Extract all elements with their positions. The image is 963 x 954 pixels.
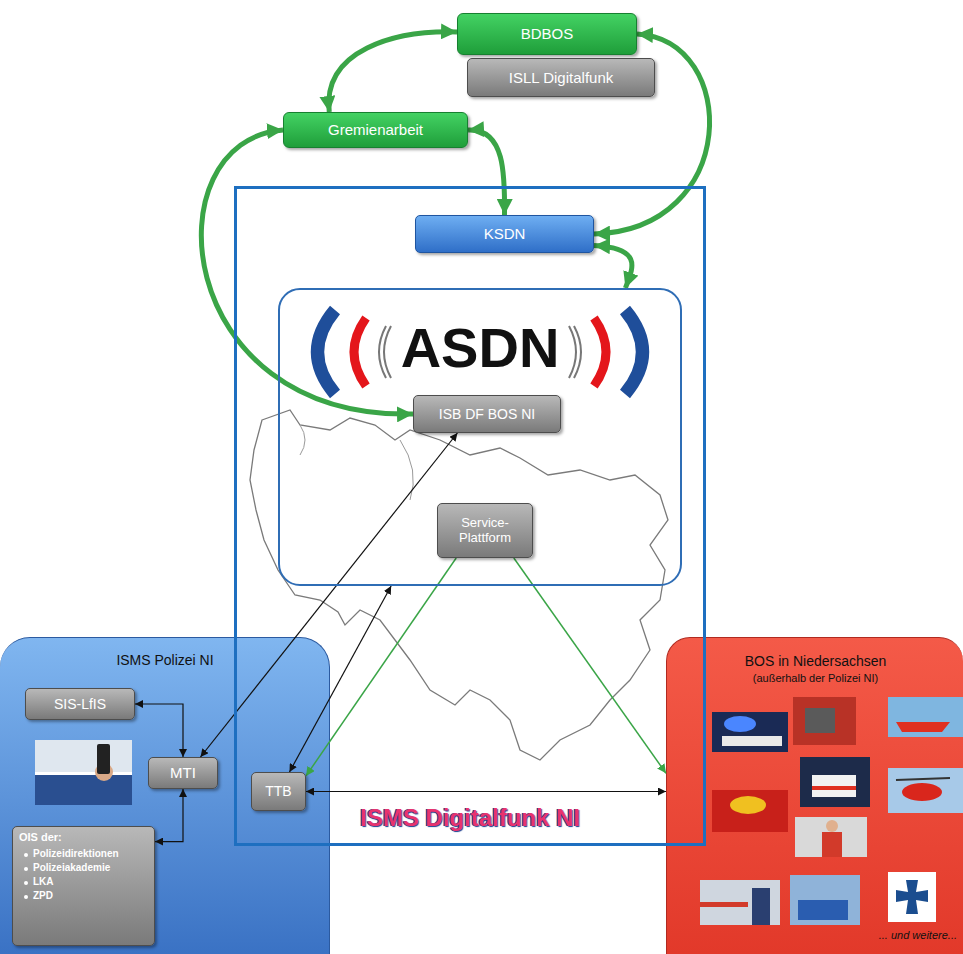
photo-thw <box>790 875 860 925</box>
police-photo <box>35 740 132 805</box>
connector-arrow <box>514 558 666 773</box>
photo-firefighter <box>712 790 788 832</box>
process-box: SIS-LfIS <box>25 688 135 720</box>
node-label: KSDN <box>484 225 526 242</box>
node-label: Polizeidirektionen <box>33 848 119 860</box>
node-label: ISLL Digitalfunk <box>509 69 614 86</box>
connector-arrow <box>306 558 456 776</box>
logo-paren-red <box>354 318 366 386</box>
scope-frame: ISMS Digitalfunk NI KSDN ASDN ISB DF BOS NI… <box>234 186 706 846</box>
photo-helmet <box>730 796 766 814</box>
node-label: Service- Plattform <box>443 516 527 546</box>
node-label: OIS der: <box>19 831 62 844</box>
list-box: OIS der: PolizeidirektionenPolizeiakademi… <box>12 826 155 946</box>
org-box: BDBOS <box>457 13 637 55</box>
connector-arrow <box>329 32 457 112</box>
photo-ambulance <box>800 757 870 807</box>
node-label: MTI <box>170 764 196 781</box>
photo-blue-light <box>724 716 756 732</box>
photo-person <box>795 817 867 857</box>
photo-train-stripe <box>700 902 748 907</box>
bullet-dot <box>24 853 28 857</box>
process-box: ISLL Digitalfunk <box>467 58 655 97</box>
connector-arrow <box>468 130 505 215</box>
photo-helicopter <box>888 768 963 813</box>
node-label: ISMS Digitalfunk NI <box>237 804 703 833</box>
photo-officer <box>752 888 770 925</box>
photo-thw-vehicle <box>798 900 848 920</box>
asdn-area: ASDN ISB DF BOS NI Service- Plattform <box>278 288 682 586</box>
node-label: ISB DF BOS NI <box>439 406 535 422</box>
photo-federal-police <box>700 880 780 925</box>
photo-boat <box>888 697 963 737</box>
logo-paren-blue <box>625 310 643 394</box>
node-label: Polizeiakademie <box>33 862 110 874</box>
logo-paren-grey <box>379 326 391 378</box>
connector-arrow <box>135 704 183 757</box>
node-label: (außerhalb der Polizei NI) <box>667 672 963 685</box>
node-label: TTB <box>265 783 291 799</box>
node-label: ZPD <box>33 890 53 902</box>
photo-police-car <box>712 712 788 752</box>
photo-helicopter-rotor <box>896 778 950 780</box>
police-photo-radio <box>97 744 110 774</box>
node-label: Gremienarbeit <box>328 121 423 138</box>
police-photo-band <box>35 775 132 805</box>
connector-arrow <box>306 791 666 792</box>
connector-arrow <box>290 586 392 772</box>
logo-paren-red <box>594 318 606 386</box>
police-photo-stripe <box>35 772 132 775</box>
node-label: BDBOS <box>521 25 574 42</box>
bundeswehr-cross <box>896 880 928 914</box>
node-label: ASDN <box>280 316 680 380</box>
photo-ambulance-body <box>812 775 856 797</box>
connector-arrow <box>155 789 183 842</box>
bullet-dot <box>24 881 28 885</box>
photo-ambulance-stripe <box>812 786 856 790</box>
org-box: Gremienarbeit <box>283 112 468 148</box>
map-river <box>300 425 413 500</box>
node-label: BOS in Niedersachsen <box>667 653 963 670</box>
node-label: ISMS Polizei NI <box>0 652 330 669</box>
node-label: SIS-LfIS <box>54 696 106 712</box>
process-box: MTI <box>148 757 218 789</box>
photo-person-jacket <box>822 832 842 857</box>
bullet-dot <box>24 895 28 899</box>
photo-bundeswehr <box>888 872 936 922</box>
process-box: Service- Plattform <box>437 503 533 558</box>
process-box: KSDN <box>415 215 594 253</box>
photo-boat-hull <box>896 722 950 732</box>
photo-helicopter-body <box>902 783 942 801</box>
process-box: TTB <box>251 772 306 811</box>
connector-arrow <box>201 433 458 757</box>
photo-rescue-detail <box>805 708 835 733</box>
bullet-dot <box>24 867 28 871</box>
photo-rescue <box>793 697 856 745</box>
node-label: ... und weitere... <box>835 929 957 942</box>
logo-paren-blue <box>318 310 336 394</box>
photo-car-body <box>722 736 782 746</box>
node-label: LKA <box>33 876 54 888</box>
logo-paren-grey <box>569 326 581 378</box>
photo-person-head <box>826 820 838 832</box>
connector-arrow <box>594 245 632 288</box>
process-box: ISB DF BOS NI <box>413 395 561 433</box>
